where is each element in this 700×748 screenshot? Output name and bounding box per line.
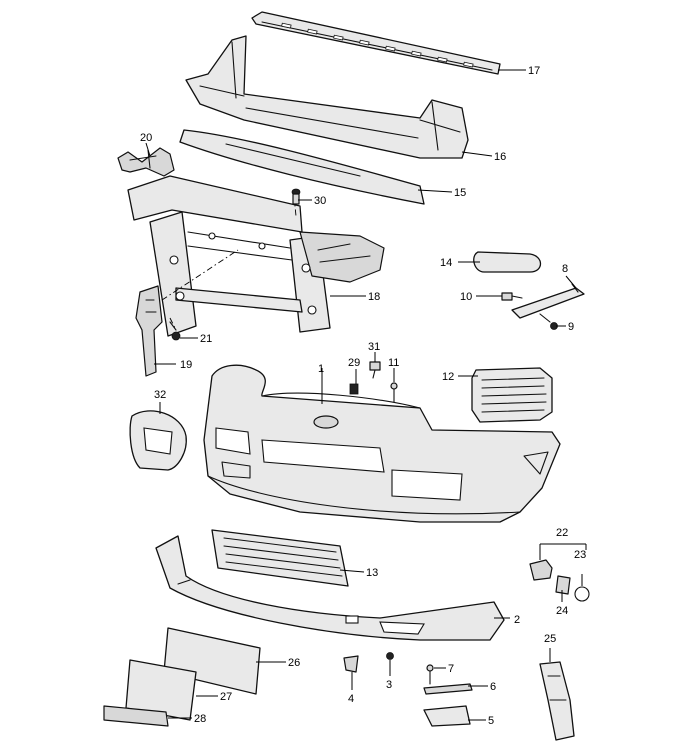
part-31-clip [369,361,381,379]
part-11-screw [390,382,398,403]
callout-labels: 1 2 3 4 5 6 7 8 9 10 11 12 13 14 15 16 1… [140,65,586,727]
part-3-screw [386,652,394,660]
part-32-frame [129,410,187,471]
callout-4: 4 [348,693,354,705]
part-9-screw [539,313,558,330]
callout-22: 22 [556,527,568,539]
part-6-bracket [423,683,473,695]
part-21-screw [169,321,181,341]
callout-8: 8 [562,263,568,275]
callout-9: 9 [568,321,574,333]
part-15-trim [179,129,425,205]
callout-5: 5 [488,715,494,727]
callout-2: 2 [514,614,520,626]
part-20-bracket [117,147,175,177]
callout-3: 3 [386,679,392,691]
callout-25: 25 [544,633,556,645]
callout-26: 26 [288,657,300,669]
callout-10: 10 [460,291,472,303]
callout-14: 14 [440,257,452,269]
callout-11: 11 [388,357,399,369]
callout-27: 27 [220,691,232,703]
part-16-absorber [185,35,469,159]
callout-15: 15 [454,187,466,199]
callout-23: 23 [574,549,586,561]
part-2-spoiler [155,535,505,641]
callout-31: 31 [368,341,380,353]
callout-29: 29 [348,357,360,369]
part-27-plate-holder [125,659,197,721]
callout-7: 7 [448,663,454,675]
part-18-front-frame [127,175,385,337]
part-25-deflector [539,661,575,741]
part-17-strip [251,11,501,75]
callout-13: 13 [366,567,378,579]
callout-6: 6 [490,681,496,693]
part-29-clip [349,383,359,395]
callout-28: 28 [194,713,206,725]
part-30-clip [291,188,301,205]
part-10-bolt [501,292,523,301]
part-14-foam [473,251,542,273]
part-24-sensor [555,575,571,595]
callout-20: 20 [140,132,152,144]
callout-1: 1 [318,363,324,375]
part-1-bumper-cover [203,364,561,523]
callout-17: 17 [528,65,540,77]
callout-16: 16 [494,151,506,163]
part-23-ring [574,586,590,602]
part-7-screw [426,664,434,685]
callout-24: 24 [556,605,568,617]
callout-12: 12 [442,371,454,383]
part-28-bracket [103,705,169,727]
part-12-grille [471,367,553,423]
callout-30: 30 [314,195,326,207]
callout-19: 19 [180,359,192,371]
callout-18: 18 [368,291,380,303]
part-8-bracket [511,283,585,319]
callout-21: 21 [200,333,212,345]
part-22-sensor [529,559,553,581]
part-13-lower-grille [211,529,349,587]
leader-lines [145,69,587,721]
callout-32: 32 [154,389,166,401]
part-5-trim [423,705,471,727]
part-19-side-bracket [135,285,163,377]
part-4-clip [343,655,359,673]
